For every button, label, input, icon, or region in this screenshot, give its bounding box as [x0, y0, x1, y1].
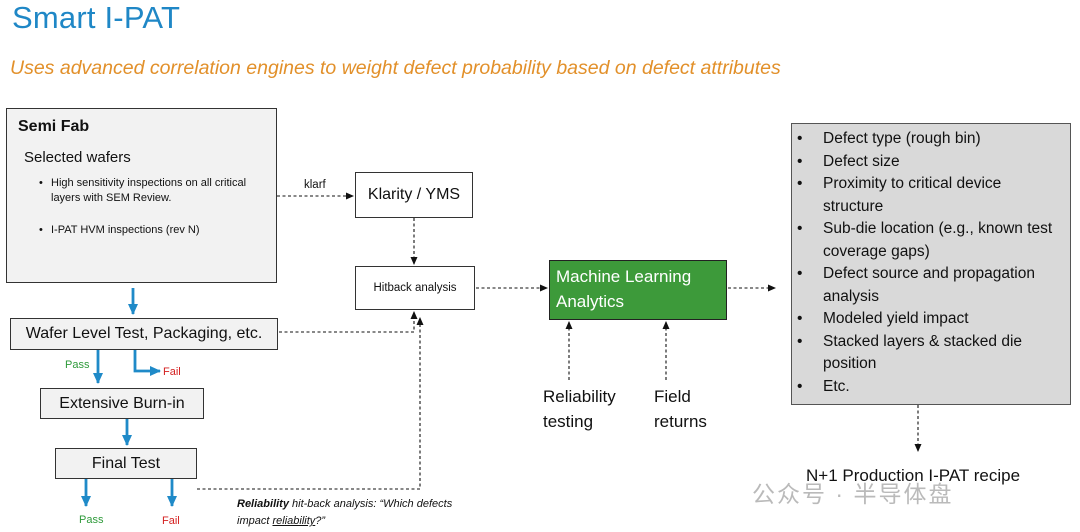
page-title: Smart I-PAT — [12, 0, 181, 35]
wafer-level-test-box: Wafer Level Test, Packaging, etc. — [10, 318, 278, 350]
semi-fab-heading: Semi Fab — [18, 118, 90, 135]
attribute-item: Stacked layers & stacked die position — [792, 331, 1062, 376]
attribute-item: Defect source and propagation analysis — [792, 263, 1062, 308]
attribute-item: Sub-die location (e.g., known test cover… — [792, 218, 1062, 263]
klarity-yms-box: Klarity / YMS — [355, 172, 473, 218]
watermark: 公众号 · 半导体盘 — [752, 481, 954, 507]
wafer-test-to-hitback-arrow — [279, 311, 418, 333]
pass-label: Pass — [65, 359, 90, 371]
selected-wafers-label: Selected wafers — [24, 149, 131, 166]
ipat-hvm-bullet: I-PAT HVM inspections (rev N) — [35, 223, 255, 238]
fail-label: Fail — [163, 366, 181, 378]
note-bold: Reliability — [237, 498, 289, 510]
note-underline: reliability — [272, 515, 316, 527]
semi-fab-box: Semi Fab Selected wafers High sensitivit… — [6, 108, 277, 283]
klarf-label: klarf — [304, 179, 326, 191]
hitback-analysis-box: Hitback analysis — [355, 266, 475, 310]
page-subtitle: Uses advanced correlation engines to wei… — [10, 57, 781, 79]
fail-label: Fail — [162, 515, 180, 527]
field-returns-label: Field returns — [654, 387, 707, 431]
inspection-bullet: High sensitivity inspections on all crit… — [35, 176, 255, 206]
reliability-testing-label: Reliability testing — [543, 387, 616, 431]
burn-in-box: Extensive Burn-in — [40, 388, 204, 419]
attribute-item: Defect size — [792, 151, 1062, 174]
note-text: hit-back analysis: “Which defects impact — [237, 498, 453, 527]
attribute-item: Proximity to critical device structure — [792, 173, 1062, 218]
attribute-item: Modeled yield impact — [792, 308, 1062, 331]
recipe-label: N+1 Production I-PAT recipe — [806, 466, 1021, 485]
defect-attributes-box: Defect type (rough bin) Defect size Prox… — [791, 123, 1071, 405]
machine-learning-box: Machine Learning Analytics — [549, 260, 727, 320]
reliability-note: Reliability hit-back analysis: “Which de… — [237, 496, 467, 530]
attribute-item: Etc. — [792, 376, 1062, 399]
attribute-item: Defect type (rough bin) — [792, 128, 1062, 151]
final-test-to-hitback-arrow — [197, 317, 424, 490]
note-text-end: ?” — [315, 515, 326, 527]
final-test-box: Final Test — [55, 448, 197, 479]
pass-label: Pass — [79, 514, 104, 526]
wafer-test-fail-arrow — [133, 350, 161, 376]
